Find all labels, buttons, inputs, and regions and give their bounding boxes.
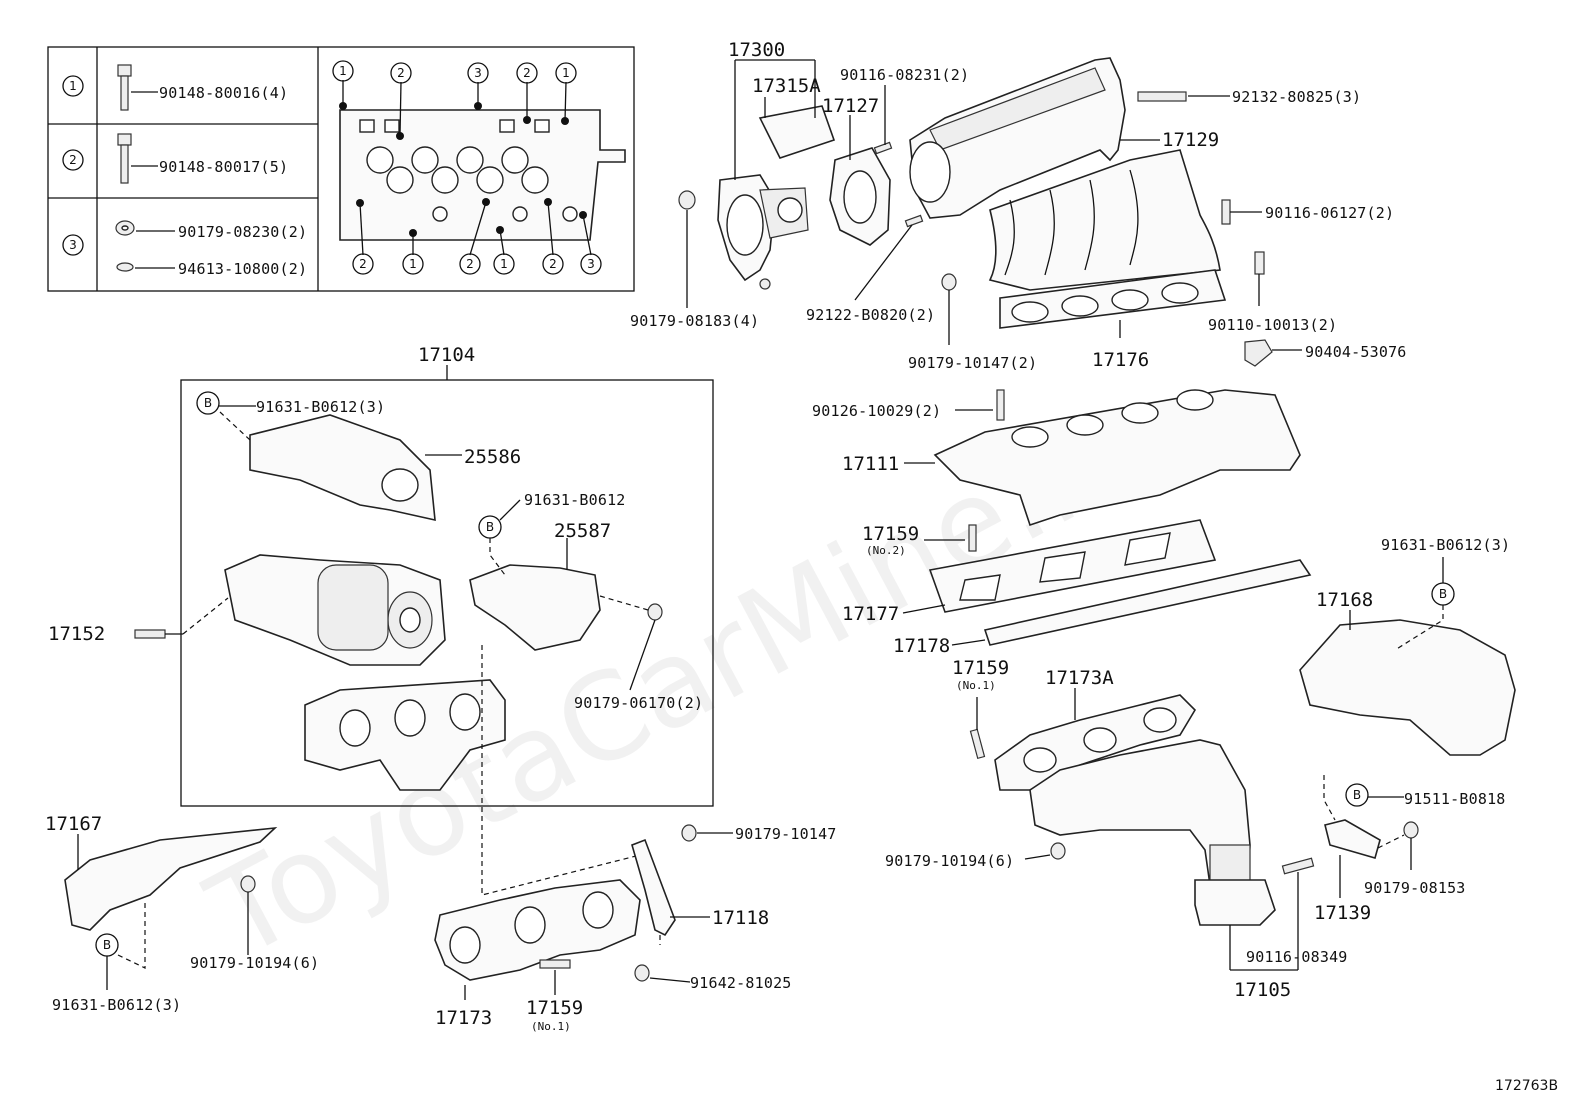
- part-17173A[interactable]: 17173A: [1045, 667, 1114, 689]
- svg-text:1: 1: [500, 257, 508, 271]
- svg-text:3: 3: [474, 66, 482, 80]
- part-25587[interactable]: 25587: [554, 520, 611, 542]
- part-17105[interactable]: 17105: [1234, 979, 1291, 1001]
- part-17159-no2[interactable]: 17159: [862, 523, 919, 545]
- intake-plenum: [928, 389, 1312, 646]
- part-17159-no1-a[interactable]: 17159: [952, 657, 1009, 679]
- b-marker: B: [1353, 788, 1361, 802]
- part-17177[interactable]: 17177: [842, 603, 899, 625]
- pattern-markers: 1 2 3 2 1 2 1 2 1 2 3: [332, 60, 602, 275]
- part-90179-08183[interactable]: 90179-08183(4): [630, 312, 759, 330]
- part-91631-B0612[interactable]: 91631-B0612: [524, 491, 626, 509]
- part-17300[interactable]: 17300: [728, 39, 785, 61]
- intake-manifold: [909, 57, 1273, 367]
- key-circle-2: [62, 149, 84, 171]
- part-17315A[interactable]: 17315A: [752, 75, 821, 97]
- part-90148-80016[interactable]: 90148-80016(4): [159, 84, 288, 102]
- b-marker: B: [486, 520, 494, 534]
- svg-text:1: 1: [409, 257, 417, 271]
- b-marker: B: [103, 938, 111, 952]
- part-92132-80825[interactable]: 92132-80825(3): [1232, 88, 1361, 106]
- nut-icon: [115, 220, 135, 236]
- part-90179-08153[interactable]: 90179-08153: [1364, 879, 1466, 897]
- part-90179-10194-6-b[interactable]: 90179-10194(6): [190, 954, 319, 972]
- part-90179-08230[interactable]: 90179-08230(2): [178, 223, 307, 241]
- exhaust-gasket-17173: [434, 824, 697, 982]
- part-94613-10800[interactable]: 94613-10800(2): [178, 260, 307, 278]
- svg-text:2: 2: [523, 66, 531, 80]
- part-90116-06127[interactable]: 90116-06127(2): [1265, 204, 1394, 222]
- part-17159-no1-b[interactable]: 17159: [526, 997, 583, 1019]
- bolt-icon: [117, 133, 132, 184]
- exhaust-manifold-assy: B B: [134, 391, 663, 791]
- svg-text:3: 3: [587, 257, 595, 271]
- svg-text:1: 1: [339, 64, 347, 78]
- part-25586[interactable]: 25586: [464, 446, 521, 468]
- bolt-pattern-gasket: [339, 102, 626, 241]
- svg-text:2: 2: [397, 66, 405, 80]
- key-3: 3: [69, 238, 77, 252]
- part-90116-08231[interactable]: 90116-08231(2): [840, 66, 969, 84]
- part-17118[interactable]: 17118: [712, 907, 769, 929]
- part-17104[interactable]: 17104: [418, 344, 475, 366]
- b-marker: B: [1439, 587, 1447, 601]
- key-2: 2: [69, 153, 77, 167]
- svg-text:2: 2: [549, 257, 557, 271]
- part-17129[interactable]: 17129: [1162, 129, 1219, 151]
- part-91631-B0612-3-b[interactable]: 91631-B0612(3): [1381, 536, 1510, 554]
- part-17111[interactable]: 17111: [842, 453, 899, 475]
- part-17173[interactable]: 17173: [435, 1007, 492, 1029]
- diagram-code: 172763B: [1495, 1078, 1558, 1094]
- svg-text:2: 2: [359, 257, 367, 271]
- part-17167[interactable]: 17167: [45, 813, 102, 835]
- key-circle-3: [62, 234, 84, 256]
- part-90148-80017[interactable]: 90148-80017(5): [159, 158, 288, 176]
- part-17152[interactable]: 17152: [48, 623, 105, 645]
- part-17176[interactable]: 17176: [1092, 349, 1149, 371]
- exhaust-manifold-17105: B: [969, 694, 1419, 926]
- throttle-body-group: [678, 105, 924, 290]
- part-90126-10029[interactable]: 90126-10029(2): [812, 402, 941, 420]
- key-1: 1: [69, 79, 77, 93]
- part-90116-08349[interactable]: 90116-08349: [1246, 948, 1348, 966]
- svg-text:2: 2: [466, 257, 474, 271]
- part-17127[interactable]: 17127: [822, 95, 879, 117]
- part-17168[interactable]: 17168: [1316, 589, 1373, 611]
- bolt-key-table: 1 2 3 90148-80016(4) 90148-80017(5) 9017…: [47, 46, 635, 292]
- part-17159-no1-a-sub: (No.1): [956, 679, 996, 692]
- part-91511-B0818[interactable]: 91511-B0818: [1404, 790, 1506, 808]
- part-90110-10013[interactable]: 90110-10013(2): [1208, 316, 1337, 334]
- part-17159-no2-sub: (No.2): [866, 544, 906, 557]
- part-90179-10194-6-a[interactable]: 90179-10194(6): [885, 852, 1014, 870]
- svg-text:1: 1: [562, 66, 570, 80]
- part-17159-no1-b-sub: (No.1): [531, 1020, 571, 1033]
- bolt-icon: [117, 64, 132, 111]
- part-90404-53076[interactable]: 90404-53076: [1305, 343, 1407, 361]
- washer-icon: [116, 262, 134, 272]
- heat-insulator-17167: B: [64, 826, 278, 957]
- part-91631-B0612-3-a[interactable]: 91631-B0612(3): [256, 398, 385, 416]
- part-90179-10147-2[interactable]: 90179-10147(2): [908, 354, 1037, 372]
- key-circle-1: [62, 75, 84, 97]
- b-marker: B: [204, 396, 212, 410]
- part-92122-B0820[interactable]: 92122-B0820(2): [806, 306, 935, 324]
- part-90179-06170[interactable]: 90179-06170(2): [574, 694, 703, 712]
- part-17178[interactable]: 17178: [893, 635, 950, 657]
- part-17139[interactable]: 17139: [1314, 902, 1371, 924]
- part-91642-81025[interactable]: 91642-81025: [690, 974, 792, 992]
- part-90179-10147[interactable]: 90179-10147: [735, 825, 837, 843]
- part-91631-B0612-3-c[interactable]: 91631-B0612(3): [52, 996, 181, 1014]
